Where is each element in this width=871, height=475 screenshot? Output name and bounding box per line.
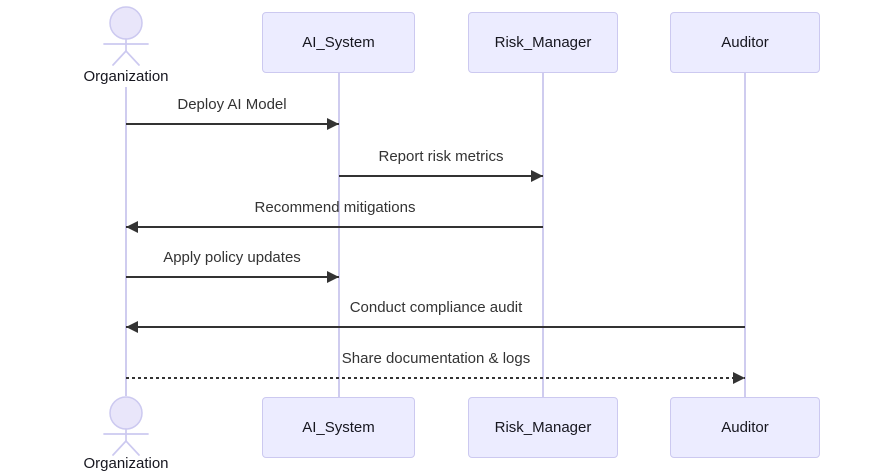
message-5-label: Conduct compliance audit (349, 299, 523, 316)
message-1-line (126, 123, 339, 125)
message-4-line (126, 276, 339, 278)
actor-label-organization-top: Organization (83, 68, 169, 85)
figure-right-leg (125, 50, 140, 66)
message-2-arrowhead-icon (531, 170, 543, 182)
message-6-arrowhead-icon (733, 372, 745, 384)
lifeline-ai-system (338, 73, 340, 397)
figure-head (109, 396, 143, 430)
stick-figure-icon (103, 396, 149, 456)
lifeline-organization (125, 87, 127, 396)
message-4-label: Apply policy updates (163, 249, 301, 266)
participant-box-risk-manager-bottom: Risk_Manager (468, 397, 618, 458)
message-3-arrowhead-icon (126, 221, 138, 233)
figure-head (109, 6, 143, 40)
stick-figure-icon (103, 6, 149, 66)
message-1-arrowhead-icon (327, 118, 339, 130)
message-4-arrowhead-icon (327, 271, 339, 283)
message-5-arrowhead-icon (126, 321, 138, 333)
participant-box-ai-system-top: AI_System (262, 12, 415, 73)
message-2-label: Report risk metrics (378, 148, 504, 165)
lifeline-auditor (744, 73, 746, 397)
lifeline-risk-manager (542, 73, 544, 397)
figure-left-leg (112, 440, 127, 456)
message-2-line (339, 175, 543, 177)
actor-label-organization-bottom: Organization (83, 455, 169, 472)
participant-box-risk-manager-top: Risk_Manager (468, 12, 618, 73)
message-3-label: Recommend mitigations (254, 199, 416, 216)
message-3-line (126, 226, 543, 228)
figure-left-leg (112, 50, 127, 66)
message-6-label: Share documentation & logs (341, 350, 531, 367)
figure-right-leg (125, 440, 140, 456)
message-5-line (126, 326, 745, 328)
participant-box-ai-system-bottom: AI_System (262, 397, 415, 458)
message-6-line (126, 377, 745, 379)
participant-box-auditor-bottom: Auditor (670, 397, 820, 458)
participant-box-auditor-top: Auditor (670, 12, 820, 73)
message-1-label: Deploy AI Model (177, 96, 287, 113)
